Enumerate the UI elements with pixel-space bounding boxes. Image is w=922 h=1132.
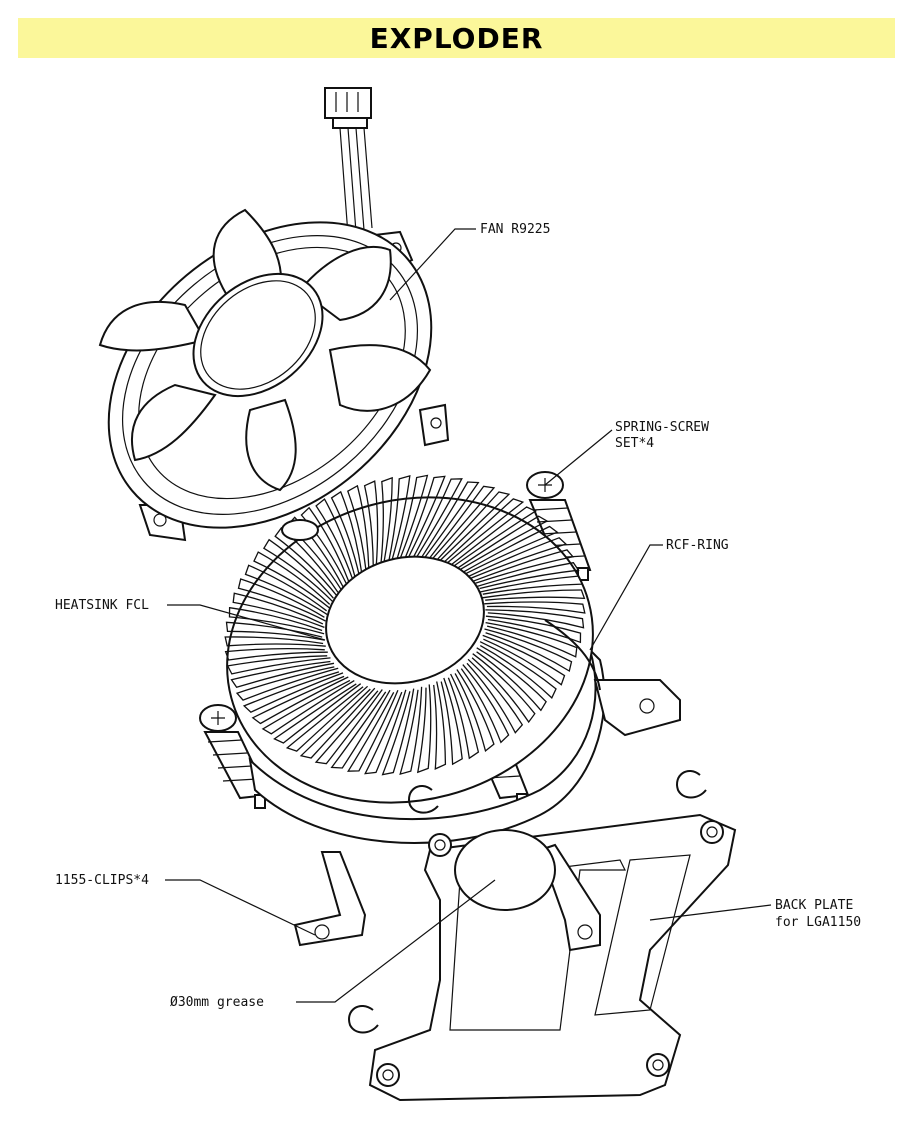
heatsink-fin	[479, 641, 557, 699]
heatsink-fin	[466, 537, 568, 579]
label-spring-screw-1: SPRING-SCREW	[615, 420, 709, 435]
leader-lines	[165, 228, 772, 1003]
heatsink-fin	[273, 683, 362, 744]
heatsink-fin	[482, 634, 566, 686]
rcf-ring-bracket	[544, 619, 681, 737]
heatsink-fin	[235, 666, 339, 701]
heatsink-fin	[419, 481, 480, 561]
label-fan: FAN R9225	[480, 222, 550, 237]
heatsink-fin	[285, 685, 369, 752]
heatsink-fin	[237, 578, 326, 622]
heatsink-fin	[363, 480, 379, 569]
heatsink-fin	[433, 681, 447, 770]
heatsink-fin	[440, 677, 463, 766]
heatsink-fin	[471, 549, 575, 584]
heatsink-fin	[466, 658, 524, 734]
heatsink-fin	[347, 484, 370, 573]
heatsink-fin	[330, 490, 363, 577]
heatsink-fin	[300, 506, 350, 586]
heatsink-fin	[482, 589, 586, 601]
heatsink-fin	[224, 647, 328, 661]
heatsink-fin	[381, 688, 415, 776]
heatsink-fin	[226, 655, 331, 675]
label-back-plate-1: BACK PLATE	[775, 898, 853, 913]
heatsink-fin	[441, 498, 525, 565]
heatsink-fin	[454, 669, 495, 753]
heatsink-fcl	[224, 474, 606, 844]
heatsink-fin	[395, 474, 429, 562]
heatsink-fin	[484, 601, 586, 614]
heatsink-fin	[315, 498, 356, 581]
heatsink-fin	[416, 684, 432, 774]
heatsink-fin	[228, 606, 325, 635]
title-banner: EXPLODER	[18, 18, 895, 58]
heatsink-fin	[447, 673, 480, 760]
label-heatsink: HEATSINK FCL	[55, 598, 149, 613]
heatsink-fin	[475, 561, 580, 590]
heatsink-fin	[330, 689, 391, 769]
heatsink-fin	[232, 592, 325, 629]
heatsink-fin	[485, 615, 582, 644]
diagram-title: EXPLODER	[369, 21, 544, 55]
heatsink-fin	[380, 476, 393, 566]
heatsink-fin	[274, 527, 339, 597]
heatsink-fin	[230, 660, 335, 689]
heatsink-fin	[460, 664, 510, 744]
heatsink-fin	[484, 628, 573, 673]
heatsink-fin	[364, 689, 407, 775]
heatsink-fin	[242, 671, 344, 713]
e-clips	[348, 770, 707, 1034]
heatsink-fin	[253, 551, 331, 609]
heatsink-fin	[485, 621, 578, 658]
fan-connector	[324, 87, 373, 236]
label-grease: Ø30mm grease	[170, 995, 264, 1010]
heatsink-fin	[471, 653, 536, 724]
heatsink-fins	[224, 474, 586, 776]
1155-clip	[293, 851, 367, 947]
heatsink-fin	[263, 538, 334, 603]
heatsink-fin	[427, 485, 496, 561]
heatsink-fin	[387, 475, 411, 564]
heatsink-fin	[476, 647, 547, 712]
heatsink-fin	[403, 475, 446, 561]
heatsink-fin	[461, 525, 559, 575]
fan-r9225	[98, 208, 450, 542]
spring-screw-left	[199, 704, 270, 809]
heatsink-fin	[434, 491, 511, 563]
heatsink-fin	[299, 687, 376, 759]
label-back-plate-2: for LGA1150	[775, 915, 861, 930]
heatsink-fin	[479, 575, 584, 595]
thermal-grease	[454, 829, 556, 911]
label-spring-screw-2: SET*4	[615, 436, 654, 451]
heatsink-fin	[455, 515, 549, 571]
heatsink-fin	[224, 636, 326, 647]
heatsink-fin	[448, 506, 537, 567]
label-rcf-ring: RCF-RING	[666, 538, 729, 553]
label-clips: 1155-CLIPS*4	[55, 873, 149, 888]
heatsink-fin	[411, 478, 463, 561]
heatsink-fin	[485, 609, 585, 629]
heatsink-fin	[261, 679, 355, 735]
heatsink-fin	[244, 564, 328, 616]
heatsink-fin	[314, 689, 383, 765]
heatsink-fin	[347, 690, 399, 772]
heatsink-fin	[399, 686, 423, 776]
heatsink-fin	[251, 675, 349, 725]
